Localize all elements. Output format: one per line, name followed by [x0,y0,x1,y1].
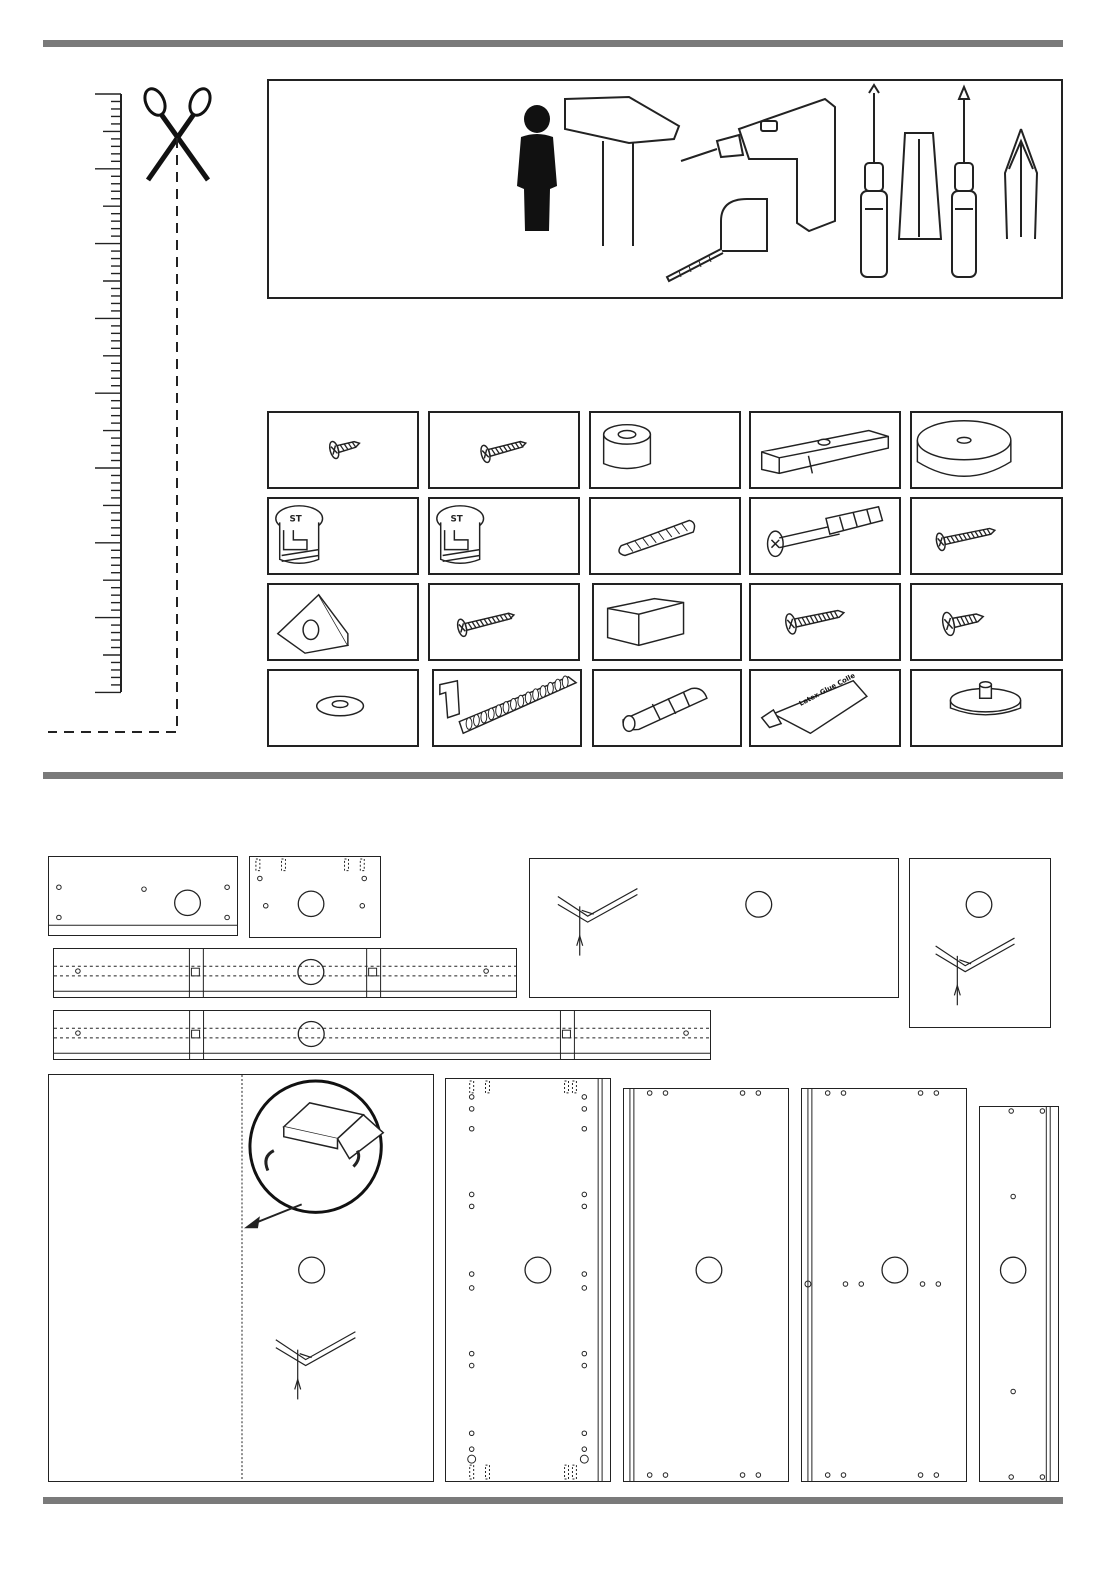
hardware-cell [267,411,419,489]
hardware-cell [592,669,742,747]
bottom-divider [43,1497,1063,1504]
hammer-icon [565,97,679,246]
svg-text:ST: ST [450,514,462,524]
wood-screw-icon [456,606,516,637]
hardware-cell [592,583,742,661]
person-icon [517,105,557,231]
glue-tube-icon: Latex Glue Colle [762,671,867,733]
glide-disc-icon [917,421,1010,477]
hardware-cell [589,411,741,489]
hardware-cell [432,669,582,747]
hardware-cell [749,411,901,489]
phillips-tip-icon [1005,129,1037,239]
cam-lock-icon: ST [276,506,323,563]
rail-connector-icon [762,431,889,474]
hardware-cell [910,497,1063,575]
hardware-cell [589,497,741,575]
washer-icon [317,696,364,715]
hardware-cell [267,669,419,747]
spacer-icon [604,425,651,469]
panel-side-middle [623,1088,789,1482]
cut-guide [40,80,240,750]
hardware-cell [910,411,1063,489]
panel-side-right [801,1088,967,1482]
machine-screw-icon [784,603,846,635]
panel-side-narrow [979,1106,1059,1482]
hardware-cell [428,583,580,661]
svg-text:ST: ST [289,514,301,524]
panel-side-left [445,1078,611,1482]
panel-top-square [249,856,381,938]
small-screw-icon [328,435,362,460]
hardware-cell [749,583,901,661]
scissors-icon [141,86,214,180]
panel-top-narrow [909,858,1051,1028]
cam-lock-icon: ST [437,506,484,563]
long-screw-icon [935,522,997,551]
tools-box [267,79,1063,299]
panel-top-small [48,856,238,936]
wood-dowel-icon [619,520,695,555]
short-machine-screw-icon [941,605,986,636]
corner-bracket-icon [278,595,348,653]
hardware-cell [910,583,1063,661]
connector-bolt-icon [768,507,883,557]
hook-bolt-icon [440,676,576,733]
top-divider [43,40,1063,47]
panel-rail-longer [53,1010,711,1060]
middle-divider [43,772,1063,779]
wall-plug-icon [623,688,707,731]
hardware-cell: Latex Glue Colle [749,669,901,747]
pozidriv-screwdriver-icon [952,87,976,277]
tape-measure-icon [667,199,767,281]
phillips-screwdriver-icon [861,85,887,277]
ruler-icon [95,94,121,692]
medium-screw-icon [479,435,528,464]
hardware-cell: ST [428,497,580,575]
leveling-foot-icon [950,682,1020,715]
panel-bottom-large [48,1074,434,1482]
panel-top-wide [529,858,899,998]
hardware-cell [910,669,1063,747]
flat-screwdriver-tip-icon [899,133,941,239]
hardware-cell: ST [267,497,419,575]
hardware-cell [267,583,419,661]
hardware-cell [749,497,901,575]
hardware-cell [428,411,580,489]
wood-block-icon [608,599,684,646]
panel-rail-long [53,948,517,998]
